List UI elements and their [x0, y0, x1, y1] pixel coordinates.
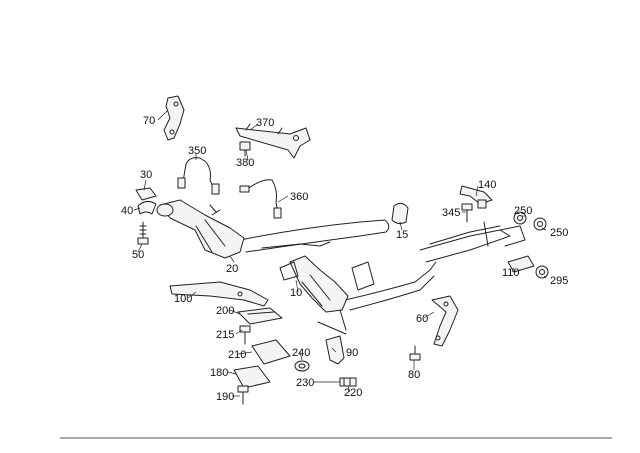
part-label-250-upper: 250	[514, 205, 532, 217]
bolt-345	[461, 203, 473, 223]
clamp-15	[391, 202, 409, 225]
part-label-345: 345	[442, 207, 460, 219]
part-label-240: 240	[292, 347, 310, 359]
washer-240	[294, 360, 310, 372]
bolt-80	[409, 345, 421, 361]
part-label-210: 210	[228, 349, 246, 361]
bracket-100	[169, 281, 269, 307]
part-label-10: 10	[290, 287, 302, 299]
bracket-370	[235, 123, 311, 159]
part-label-295: 295	[550, 275, 568, 287]
bracket-70	[163, 95, 185, 141]
part-label-60: 60	[416, 313, 428, 325]
leader-lines	[133, 109, 547, 397]
part-label-20: 20	[226, 263, 238, 275]
bolt-190	[237, 385, 249, 405]
part-label-70: 70	[143, 115, 155, 127]
part-label-350: 350	[188, 145, 206, 157]
clamp-40	[137, 200, 157, 215]
clamp-220	[339, 377, 357, 387]
part-label-360: 360	[290, 191, 308, 203]
part-label-80: 80	[408, 369, 420, 381]
main-exhaust-pipe	[239, 219, 526, 311]
part-label-220: 220	[344, 387, 362, 399]
bracket-180	[233, 365, 271, 389]
part-label-200: 200	[216, 305, 234, 317]
nut-295	[535, 265, 549, 279]
part-label-90: 90	[346, 347, 358, 359]
part-label-50: 50	[132, 249, 144, 261]
oxygen-sensor-350	[177, 157, 220, 195]
bracket-200	[237, 307, 283, 325]
catalytic-converter-lower	[279, 255, 375, 335]
part-label-230: 230	[296, 377, 314, 389]
part-label-250-right: 250	[550, 227, 568, 239]
part-label-110: 110	[502, 267, 520, 279]
bracket-110	[507, 255, 535, 273]
bolt-215	[239, 325, 251, 345]
part-label-380: 380	[236, 157, 254, 169]
part-label-40: 40	[121, 205, 133, 217]
oxygen-sensor-360	[239, 179, 282, 219]
bolt-50	[137, 221, 149, 245]
part-label-370: 370	[256, 117, 274, 129]
bracket-60	[431, 295, 459, 347]
bracket-90	[325, 335, 345, 365]
part-label-215: 215	[216, 329, 234, 341]
part-label-15: 15	[396, 229, 408, 241]
clamp-30	[135, 187, 157, 201]
part-label-30: 30	[140, 169, 152, 181]
catalytic-converter-upper	[156, 199, 245, 259]
bolt-380	[239, 141, 251, 157]
part-label-190: 190	[216, 391, 234, 403]
part-label-180: 180	[210, 367, 228, 379]
part-label-140: 140	[478, 179, 496, 191]
bracket-210	[251, 339, 291, 365]
part-label-100: 100	[174, 293, 192, 305]
rubber-mount-250	[513, 211, 547, 231]
